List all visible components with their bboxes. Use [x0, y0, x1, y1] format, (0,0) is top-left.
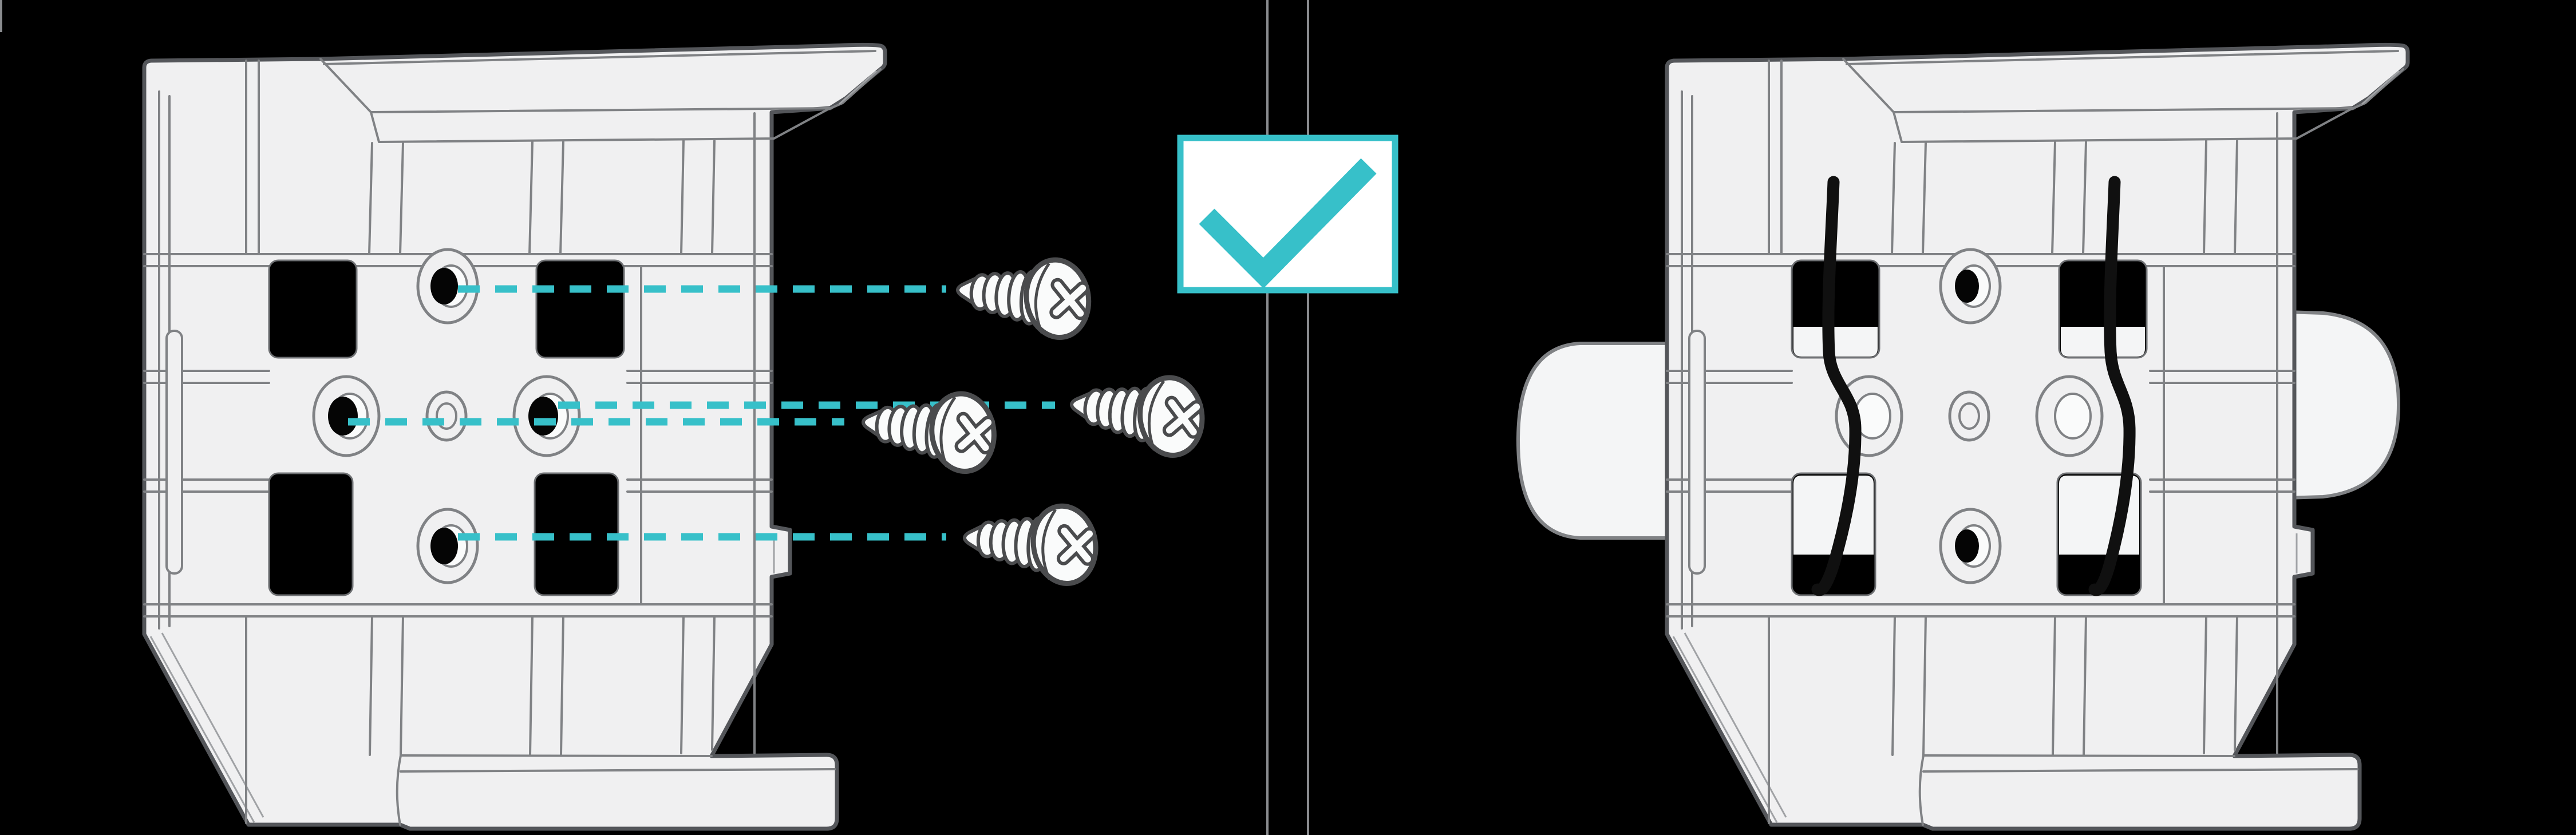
frame-edge-sliver	[0, 0, 2, 32]
right-step-bracket-installed	[1516, 45, 2408, 829]
shade-tube-through-cutout	[1793, 327, 1878, 357]
screw-hole	[1955, 270, 1979, 303]
shade-tube-end-cap-right	[2285, 310, 2401, 500]
screw-hole	[1955, 529, 1979, 563]
screw-hole	[328, 397, 358, 436]
check-icon	[1199, 158, 1377, 288]
screw-hole	[430, 268, 458, 304]
shade-tube-end-cap-left	[1516, 342, 1669, 540]
screw-hole	[430, 528, 458, 564]
lift-cord-right	[2088, 176, 2136, 596]
screw-hole	[528, 397, 558, 436]
lift-cord-left	[1811, 176, 1862, 596]
left-step-bracket-front	[144, 45, 885, 829]
approval-checkbox	[1177, 134, 1398, 294]
shade-tube-through-cutout	[2061, 327, 2145, 357]
